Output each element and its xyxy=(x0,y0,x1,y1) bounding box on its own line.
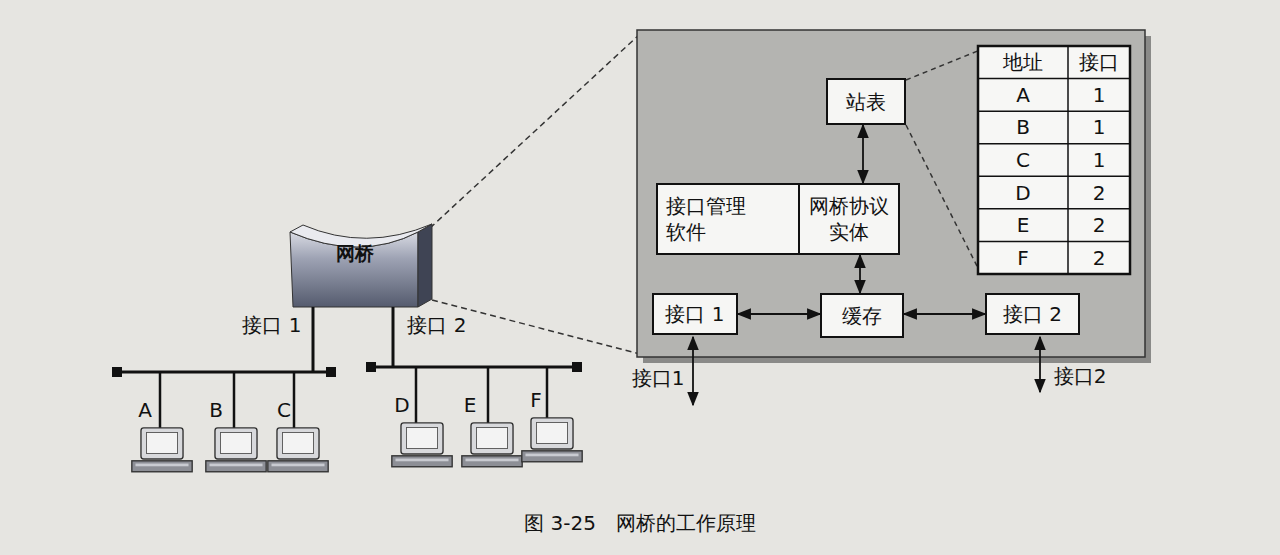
bus-end xyxy=(366,362,376,372)
station-letter: A xyxy=(138,398,152,422)
station-letter: B xyxy=(209,398,223,422)
table-cell: 地址 xyxy=(1003,50,1043,74)
table-cell: 2 xyxy=(1093,246,1106,270)
bus-end xyxy=(572,362,582,372)
bus-end xyxy=(326,367,336,377)
zoom-line xyxy=(906,50,980,80)
computer-icon xyxy=(268,428,328,472)
table-cell: 1 xyxy=(1093,83,1106,107)
protocol-entity-box: 网桥协议 实体 xyxy=(798,183,900,255)
box-text: 网桥 xyxy=(336,241,374,266)
computer-icon xyxy=(132,428,192,472)
port-wire xyxy=(392,307,395,367)
buffer-box: 缓存 xyxy=(820,293,904,338)
connector-arrow xyxy=(738,313,820,315)
bus-end xyxy=(112,367,122,377)
connector-arrow xyxy=(859,255,861,293)
table-grid xyxy=(978,46,1130,274)
drop-wire xyxy=(159,372,162,430)
interface-software-box: 接口管理 软件 xyxy=(656,183,800,255)
port-label: 接口 2 xyxy=(407,313,466,337)
table-cell: E xyxy=(1017,213,1030,237)
box-text: 接口管理 软件 xyxy=(666,193,752,245)
table-cell: D xyxy=(1015,181,1030,205)
table-cell: 1 xyxy=(1093,115,1106,139)
drop-wire xyxy=(233,372,236,430)
station-letter: E xyxy=(464,393,477,417)
table-cell: 1 xyxy=(1093,148,1106,172)
bridge-label: 网桥 xyxy=(318,236,392,271)
zoom-panel xyxy=(637,30,1145,357)
table-cell: C xyxy=(1016,148,1030,172)
port-label: 接口2 xyxy=(1054,364,1107,388)
zoom-line xyxy=(430,34,640,228)
table-cell: B xyxy=(1016,115,1030,139)
bridge-side xyxy=(418,224,432,307)
station-letter: C xyxy=(277,398,291,422)
station-letter: D xyxy=(394,393,409,417)
computer-icon xyxy=(522,418,582,462)
zoom-line xyxy=(906,125,980,272)
drop-wire xyxy=(415,367,418,425)
drop-wire xyxy=(487,367,490,425)
drop-wire xyxy=(546,367,549,420)
drop-wire xyxy=(293,372,296,430)
table-cell: A xyxy=(1016,83,1030,107)
station-table xyxy=(978,46,1130,274)
computer-icon xyxy=(392,423,452,467)
table-cell: 接口 xyxy=(1079,50,1119,74)
box-text: 缓存 xyxy=(842,303,882,329)
port-arrow xyxy=(692,337,694,405)
computer-icon xyxy=(206,428,266,472)
port-arrow xyxy=(1039,337,1041,392)
box-text: 站表 xyxy=(846,89,886,115)
bridge-body xyxy=(290,232,418,307)
table-cell: 2 xyxy=(1093,181,1106,205)
port-label: 接口 1 xyxy=(242,313,301,337)
computer-icon xyxy=(462,423,522,467)
port-label: 接口1 xyxy=(632,366,685,390)
box-text: 网桥协议 实体 xyxy=(806,193,892,245)
connector-arrow xyxy=(862,125,864,183)
table-cell: F xyxy=(1017,246,1029,270)
box-text: 接口 2 xyxy=(1003,301,1062,327)
station-table-box: 站表 xyxy=(826,78,906,125)
connector-arrow xyxy=(904,313,985,315)
bus xyxy=(118,371,330,374)
box-text: 接口 1 xyxy=(665,301,724,327)
figure-caption: 图 3-25 网桥的工作原理 xyxy=(524,510,756,537)
station-letter: F xyxy=(530,388,542,412)
interface-box: 接口 2 xyxy=(985,293,1080,335)
table-cell: 2 xyxy=(1093,213,1106,237)
port-wire xyxy=(312,307,315,372)
interface-box: 接口 1 xyxy=(652,293,738,335)
